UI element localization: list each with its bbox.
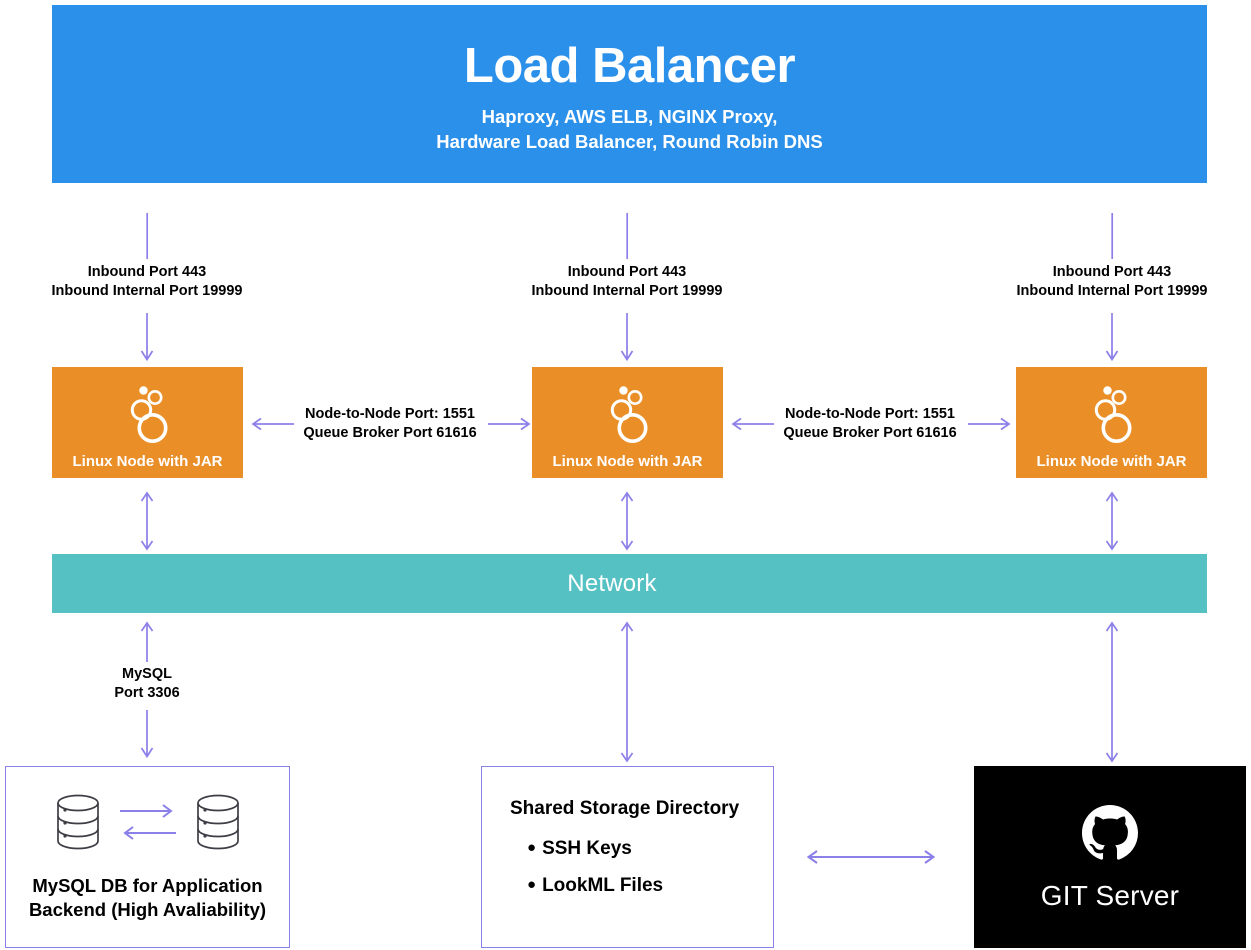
linux-node-3[interactable]: Linux Node with JAR [1016,367,1207,478]
node2-node3-right-arrow [968,416,1011,432]
inbound-label-3-line1: Inbound Port 443 [1052,264,1172,280]
mysql-db-caption: MySQL DB for Application Backend (High A… [29,874,266,921]
network-bar: Network [52,554,1207,613]
node1-node2-left-arrow [251,416,294,432]
linux-node-1[interactable]: Linux Node with JAR [52,367,243,478]
inbound-label-2-line2: Inbound Internal Port 19999 [531,283,723,300]
mysql-db-caption-line1: MySQL DB for Application [32,875,263,896]
node2-node3-left-arrow [731,416,774,432]
git-server-label: GIT Server [1040,879,1180,911]
node1-node2-right-arrow [488,416,531,432]
storage-item-ssh-keys: ● SSH Keys [527,839,773,858]
looker-logo-icon [605,383,651,450]
lb-to-node-3-arrow [1104,313,1120,365]
node-to-node-label-1: Node-to-Node Port: 1551 Queue Broker Por… [295,405,485,443]
lb-to-node-1-arrow [139,313,155,365]
network-to-storage-arrow [619,621,635,763]
lb-to-node-2-stem [626,213,629,259]
mysql-db-caption-line2: Backend (High Avaliability) [28,898,267,920]
lb-to-node-3-stem [1111,213,1114,259]
node-to-node-label-2-line1: Node-to-Node Port: 1551 [785,406,955,422]
linux-node-1-label: Linux Node with JAR [72,453,223,470]
github-octocat-icon [1082,804,1138,866]
git-server-box[interactable]: GIT Server [974,766,1246,948]
network-to-mysql-up-arrow [139,621,155,662]
database-cylinder-icon [194,793,242,856]
inbound-label-3: Inbound Port 443 Inbound Internal Port 1… [965,263,1251,301]
node3-to-network-arrow [1104,491,1120,551]
linux-node-3-label: Linux Node with JAR [1036,453,1187,470]
mysql-replication-arrows [118,800,178,849]
mysql-db-box[interactable]: MySQL DB for Application Backend (High A… [5,766,290,948]
bullet-icon: ● [527,839,537,856]
lb-to-node-2-arrow [619,313,635,365]
inbound-label-1: Inbound Port 443 Inbound Internal Port 1… [0,263,294,301]
mysql-link-label-line1: MySQL [122,666,172,682]
inbound-label-1-line2: Inbound Internal Port 19999 [51,283,243,300]
node1-to-network-arrow [139,491,155,551]
node-to-node-label-1-line2: Queue Broker Port 61616 [303,425,477,442]
load-balancer-box: Load Balancer Haproxy, AWS ELB, NGINX Pr… [52,5,1207,183]
storage-item-ssh-keys-label: SSH Keys [542,838,632,859]
storage-item-lookml-files-label: LookML Files [542,875,664,896]
node-to-node-label-1-line1: Node-to-Node Port: 1551 [305,406,475,422]
mysql-link-label-line2: Port 3306 [114,685,180,702]
looker-logo-icon [1089,383,1135,450]
load-balancer-title: Load Balancer [463,39,796,94]
network-to-mysql-down-arrow [139,710,155,760]
node2-to-network-arrow [619,491,635,551]
linux-node-2[interactable]: Linux Node with JAR [532,367,723,478]
storage-to-git-arrow [806,849,936,865]
load-balancer-subtitle: Haproxy, AWS ELB, NGINX Proxy, Hardware … [436,105,823,155]
network-to-git-arrow [1104,621,1120,763]
load-balancer-subtitle-line1: Haproxy, AWS ELB, NGINX Proxy, [481,105,778,127]
lb-to-node-1-stem [146,213,149,259]
node-to-node-label-2-line2: Queue Broker Port 61616 [783,425,957,442]
storage-item-lookml-files: ● LookML Files [527,876,773,895]
looker-logo-icon [125,383,171,450]
mysql-link-label: MySQL Port 3306 [47,665,247,703]
shared-storage-box[interactable]: Shared Storage Directory ● SSH Keys ● Look… [481,766,774,948]
bullet-icon: ● [527,876,537,893]
inbound-label-3-line2: Inbound Internal Port 19999 [1016,283,1208,300]
inbound-label-2: Inbound Port 443 Inbound Internal Port 1… [480,263,774,301]
node-to-node-label-2: Node-to-Node Port: 1551 Queue Broker Por… [775,405,965,443]
linux-node-2-label: Linux Node with JAR [552,453,703,470]
database-cylinder-icon [54,793,102,856]
mysql-replication-group [54,793,242,856]
inbound-label-2-line1: Inbound Port 443 [567,264,687,280]
network-label: Network [567,569,657,597]
shared-storage-title: Shared Storage Directory [510,798,740,819]
load-balancer-subtitle-line2: Hardware Load Balancer, Round Robin DNS [436,130,823,152]
inbound-label-1-line1: Inbound Port 443 [87,264,207,280]
